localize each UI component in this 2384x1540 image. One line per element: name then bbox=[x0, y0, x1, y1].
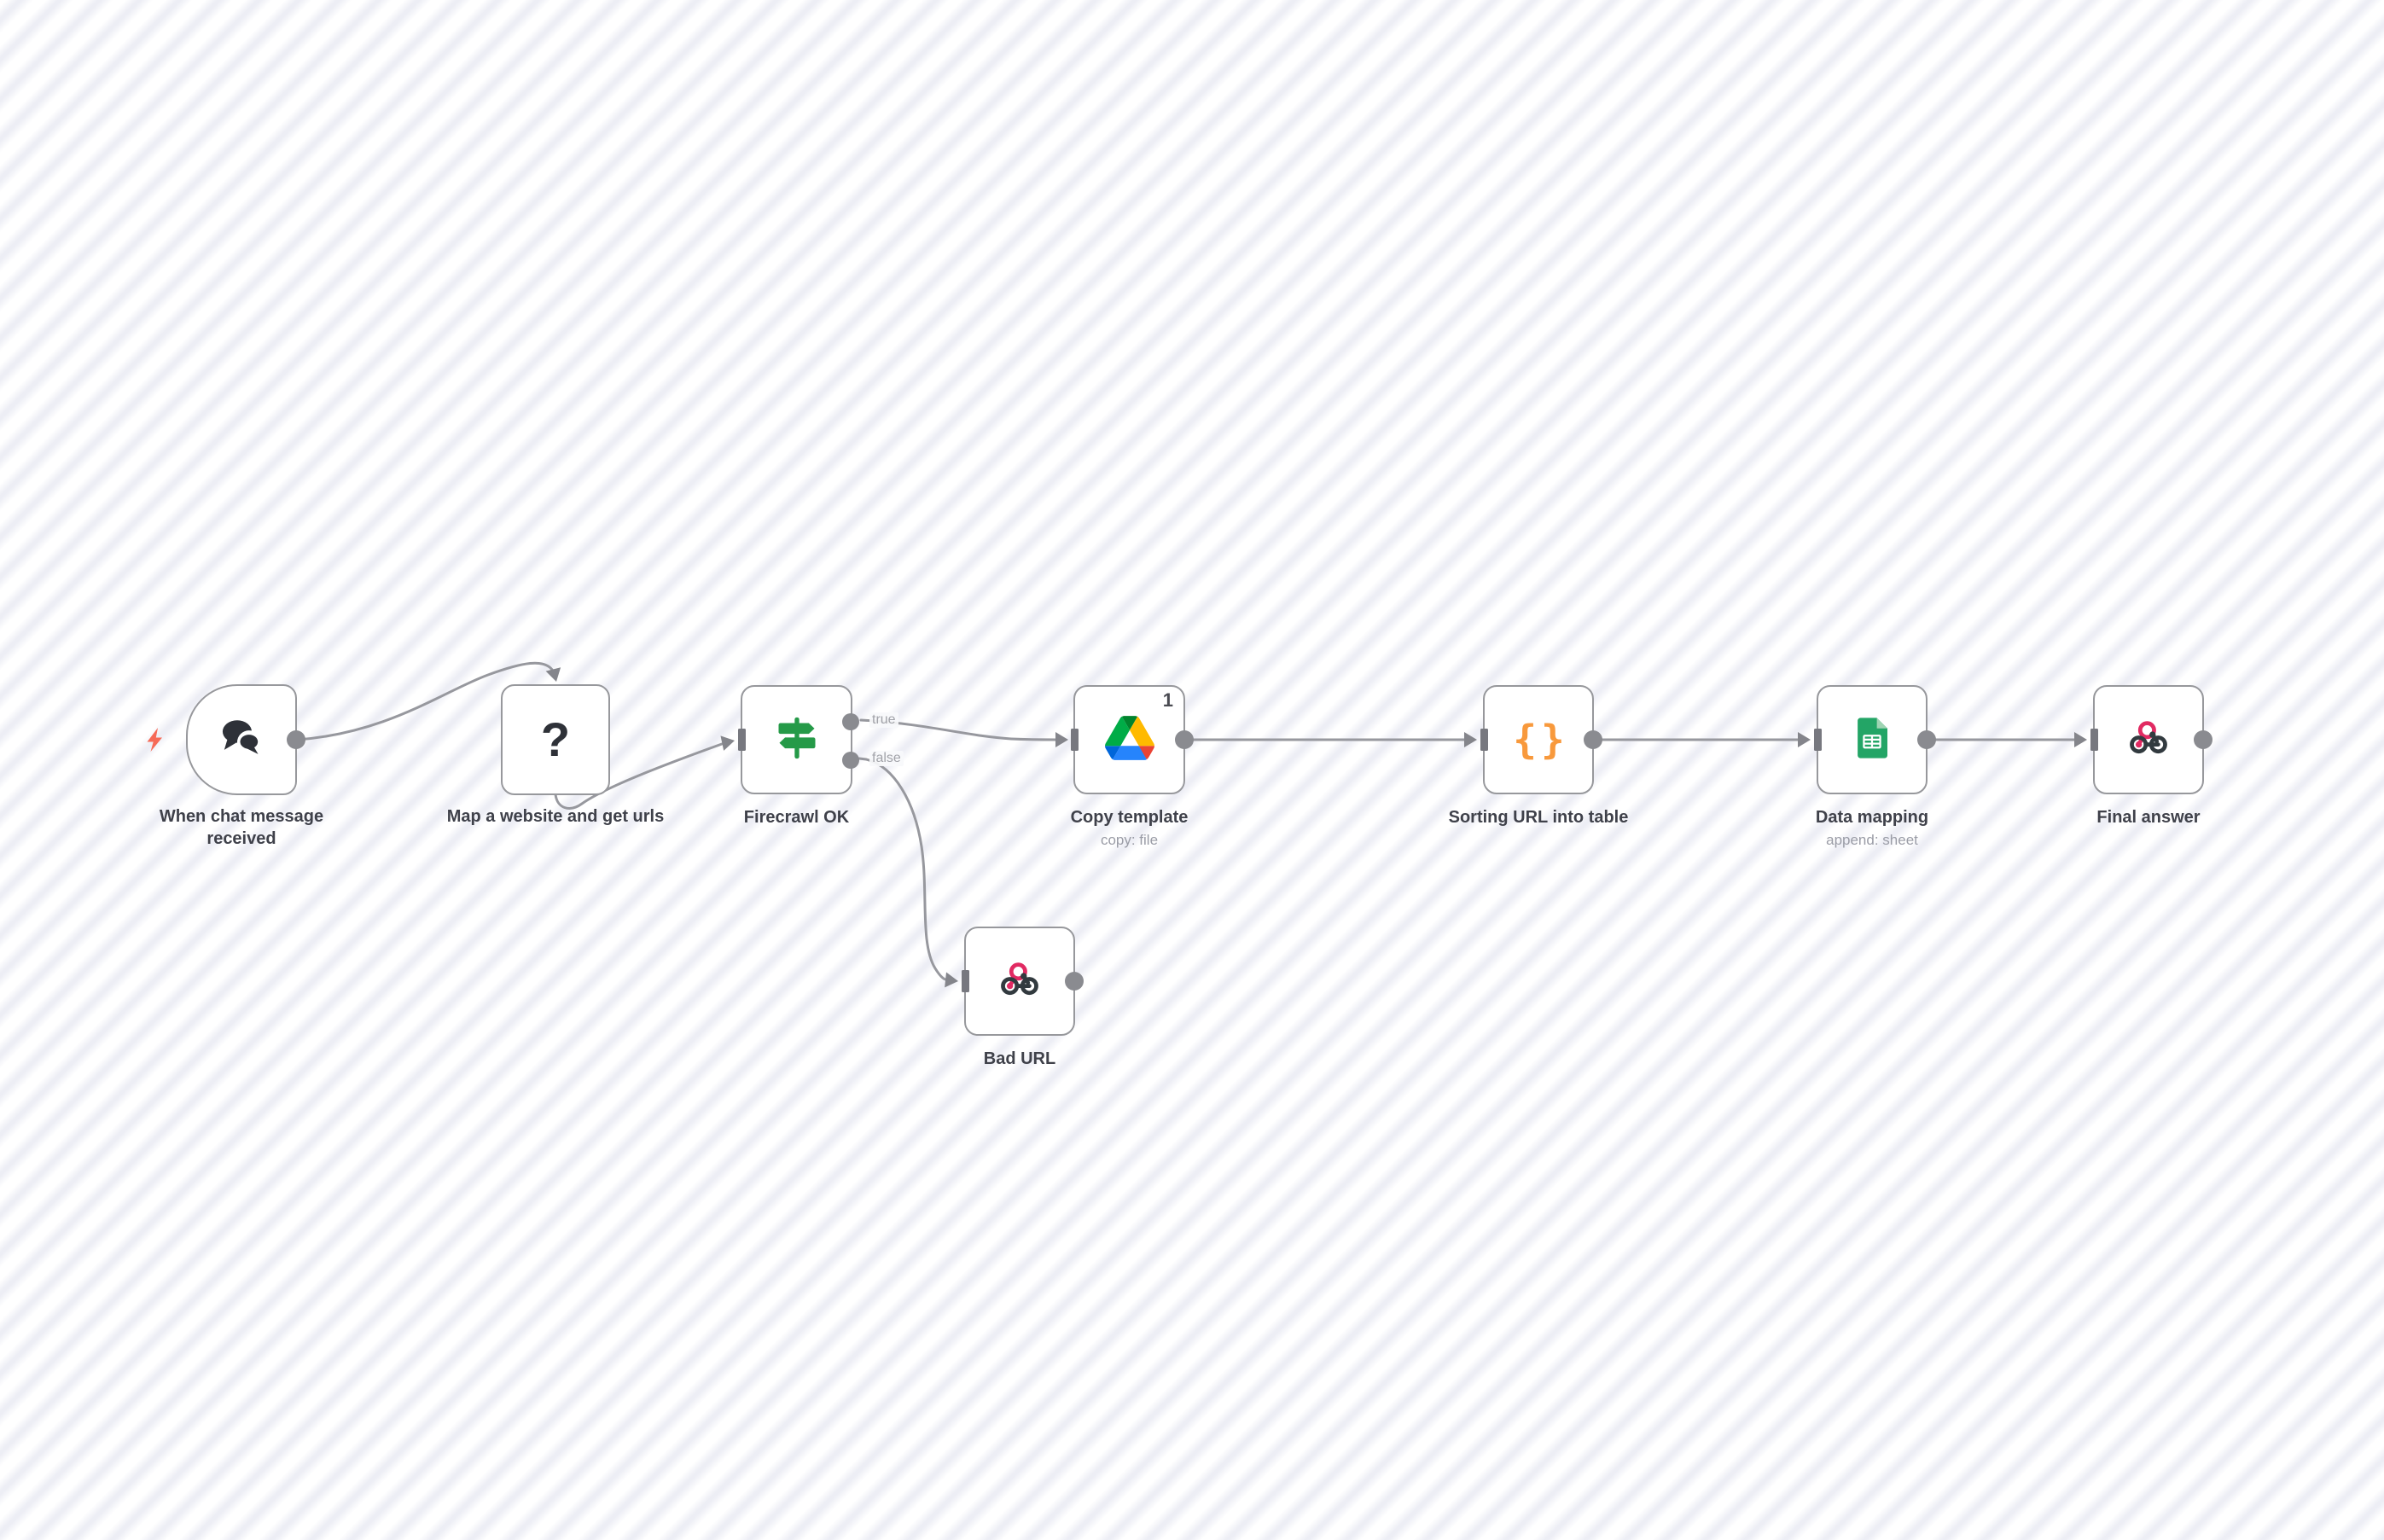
chat-bubbles-icon bbox=[215, 713, 268, 767]
node-copy-template[interactable]: 1 Copy template copy: file bbox=[1071, 685, 1194, 848]
node-name: Map a website and get urls bbox=[446, 807, 665, 826]
trigger-lightning-icon bbox=[142, 727, 167, 753]
connection-arrowhead bbox=[720, 735, 735, 751]
node-name: Firecrawl OK bbox=[743, 808, 850, 827]
output-port[interactable] bbox=[1175, 730, 1194, 749]
node-operation: copy: file bbox=[1100, 832, 1159, 848]
signpost-icon bbox=[772, 713, 822, 767]
true-output-port[interactable] bbox=[842, 713, 859, 730]
items-count-badge: 1 bbox=[1162, 689, 1173, 711]
node-name: When chat message received bbox=[159, 807, 324, 848]
connection-arrowhead bbox=[545, 667, 561, 682]
connection-arrowhead bbox=[1798, 732, 1811, 747]
input-port[interactable] bbox=[1071, 729, 1079, 751]
node-name: Sorting URL into table bbox=[1448, 808, 1629, 827]
webhook-icon bbox=[997, 957, 1042, 1006]
node-name: Bad URL bbox=[983, 1049, 1056, 1068]
output-port[interactable] bbox=[1917, 730, 1936, 749]
node-name: Data mapping bbox=[1815, 808, 1929, 827]
node-when-chat-message-received[interactable]: When chat message received bbox=[147, 684, 323, 848]
input-port[interactable] bbox=[2090, 729, 2098, 751]
connection-arrowhead bbox=[1055, 732, 1068, 747]
connection-arrowhead bbox=[2074, 732, 2087, 747]
input-port[interactable] bbox=[962, 970, 969, 992]
google-drive-icon bbox=[1104, 715, 1154, 764]
output-port[interactable] bbox=[1584, 730, 1602, 749]
node-bad-url[interactable]: Bad URL bbox=[962, 927, 1084, 1068]
google-sheets-icon bbox=[1849, 715, 1895, 765]
false-port-label: false bbox=[869, 751, 904, 766]
node-sorting-url-into-table[interactable]: {} Sorting URL into table bbox=[1449, 685, 1628, 827]
output-port[interactable] bbox=[2194, 730, 2212, 749]
node-name: Copy template bbox=[1070, 808, 1189, 827]
input-port[interactable] bbox=[1480, 729, 1488, 751]
node-operation: append: sheet bbox=[1826, 832, 1918, 848]
connection-false-to-bad-url[interactable] bbox=[858, 757, 947, 981]
connection-arrowhead bbox=[945, 972, 958, 988]
node-final-answer[interactable]: Final answer bbox=[2090, 685, 2212, 827]
question-mark-icon: ? bbox=[540, 712, 571, 766]
output-port[interactable] bbox=[1065, 972, 1084, 991]
false-output-port[interactable] bbox=[842, 752, 859, 769]
curly-braces-icon: {} bbox=[1513, 717, 1569, 763]
node-name: Final answer bbox=[2096, 808, 2201, 827]
output-port[interactable] bbox=[287, 730, 305, 749]
node-firecrawl-ok[interactable]: Firecrawl OK bbox=[738, 685, 859, 827]
webhook-icon bbox=[2126, 716, 2171, 764]
node-map-a-website-and-get-urls[interactable]: ? Map a website and get urls bbox=[447, 684, 664, 826]
node-data-mapping[interactable]: Data mapping append: sheet bbox=[1814, 685, 1936, 848]
true-port-label: true bbox=[869, 712, 898, 728]
input-port[interactable] bbox=[1814, 729, 1822, 751]
input-port[interactable] bbox=[738, 729, 746, 751]
connection-arrowhead bbox=[1464, 732, 1477, 747]
